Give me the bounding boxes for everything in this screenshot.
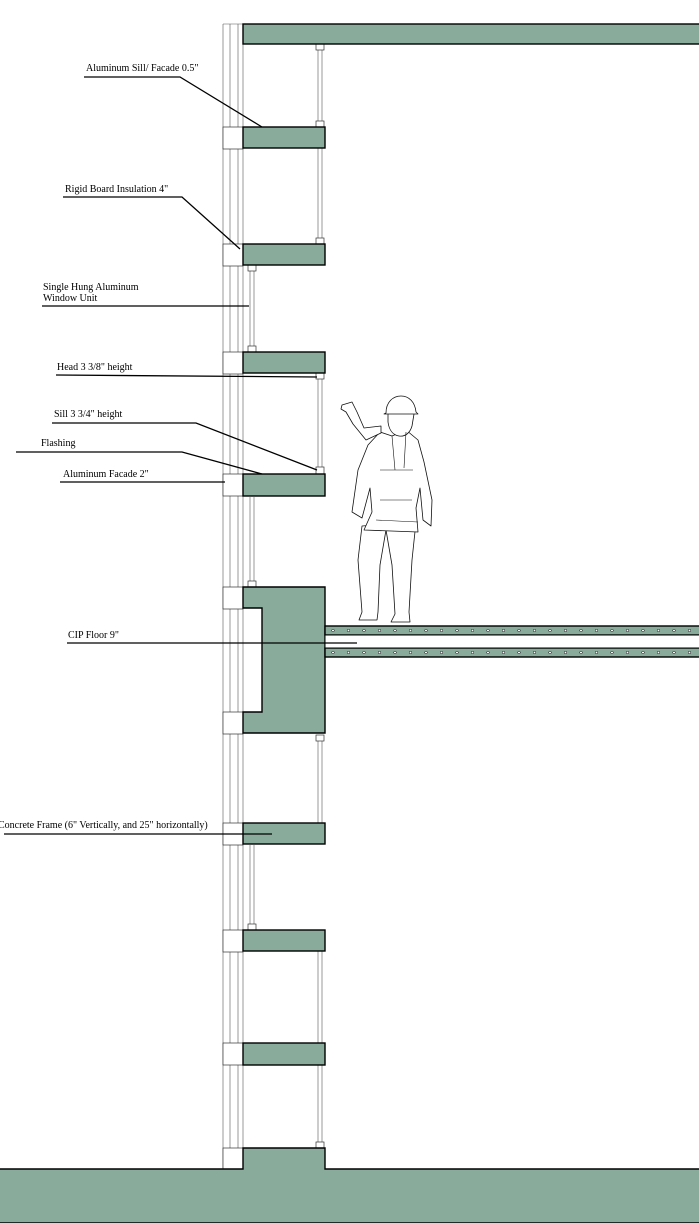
leader-sill [52, 422, 318, 471]
slab-dot [439, 650, 444, 655]
slab-dot [408, 650, 413, 655]
slab-dot [455, 650, 459, 655]
slab-dot [517, 650, 521, 655]
spandrel-band-7 [242, 1042, 326, 1066]
leader-rigid-insulation [63, 196, 241, 250]
label-cip-floor: CIP Floor 9" [68, 630, 119, 641]
slab-dot [486, 650, 490, 655]
label-head: Head 3 3/8" height [57, 362, 133, 373]
slab-dot [470, 650, 475, 655]
slab-dot [408, 628, 413, 633]
cip-floor-slab [324, 625, 699, 658]
window-interior-side [317, 44, 323, 1148]
slab-dot [362, 628, 366, 633]
slab-dot [532, 628, 537, 633]
slab-dot [346, 650, 351, 655]
slab-dot [641, 628, 645, 633]
leader-lines [4, 76, 357, 835]
slab-dot [331, 628, 335, 633]
slab-dot [548, 650, 552, 655]
slab-dot [687, 628, 692, 633]
annotation-labels: Aluminum Sill/ Facade 0.5" Rigid Board I… [0, 63, 208, 831]
label-window-line1: Single Hung Aluminum [43, 282, 139, 293]
slab-dot [672, 628, 676, 633]
facade-caps [222, 126, 244, 1171]
slab-dot [579, 628, 583, 633]
slab-dot [424, 650, 428, 655]
slab-dot [641, 650, 645, 655]
roof-slab [242, 23, 699, 45]
slab-dot [672, 650, 676, 655]
slab-dot [377, 628, 382, 633]
label-aluminum-sill: Aluminum Sill/ Facade 0.5" [86, 63, 198, 74]
slab-dot [563, 650, 568, 655]
leader-aluminum-sill [84, 76, 263, 128]
slab-dot [579, 650, 583, 655]
slab-dot [331, 650, 335, 655]
spandrel-band-2 [242, 243, 326, 266]
label-flashing: Flashing [41, 438, 75, 449]
slab-dot [470, 628, 475, 633]
slab-dot [393, 628, 397, 633]
concrete-frame [0, 23, 699, 1223]
slab-dot [563, 628, 568, 633]
label-aluminum-facade: Aluminum Facade 2" [63, 469, 149, 480]
ground-base [0, 1147, 699, 1223]
slab-dot [548, 628, 552, 633]
window-exterior-side [249, 265, 255, 930]
slab-dot [346, 628, 351, 633]
spandrel-band-1 [242, 126, 326, 149]
slab-dot [455, 628, 459, 633]
spandrel-band-4 [242, 473, 326, 497]
construction-worker-icon [340, 395, 433, 623]
window-units [247, 43, 325, 1149]
floor-beam [242, 586, 326, 734]
slab-dot [687, 650, 692, 655]
slab-dot [377, 650, 382, 655]
slab-dot [625, 650, 630, 655]
spandrel-band-3 [242, 351, 326, 374]
slab-dot [501, 628, 506, 633]
label-window-line2: Window Unit [43, 293, 98, 304]
slab-dot [424, 628, 428, 633]
slab-dot [625, 628, 630, 633]
spandrel-band-6 [242, 929, 326, 952]
slab-dot [656, 628, 661, 633]
label-concrete-frame: Concrete Frame (6" Vertically, and 25" h… [0, 820, 208, 831]
slab-dot [594, 628, 599, 633]
slab-dot [532, 650, 537, 655]
slab-dot [656, 650, 661, 655]
slab-dot [439, 628, 444, 633]
slab-dot [594, 650, 599, 655]
leader-flashing [16, 451, 263, 475]
leader-head [55, 374, 318, 378]
label-sill: Sill 3 3/4" height [54, 409, 122, 420]
label-rigid-insulation: Rigid Board Insulation 4" [65, 184, 168, 195]
slab-dot [486, 628, 490, 633]
slab-dot [610, 650, 614, 655]
slab-dot [501, 650, 506, 655]
slab-aggregate-dots [331, 628, 692, 655]
slab-dot [393, 650, 397, 655]
slab-dot [517, 628, 521, 633]
slab-dot [610, 628, 614, 633]
slab-dot [362, 650, 366, 655]
